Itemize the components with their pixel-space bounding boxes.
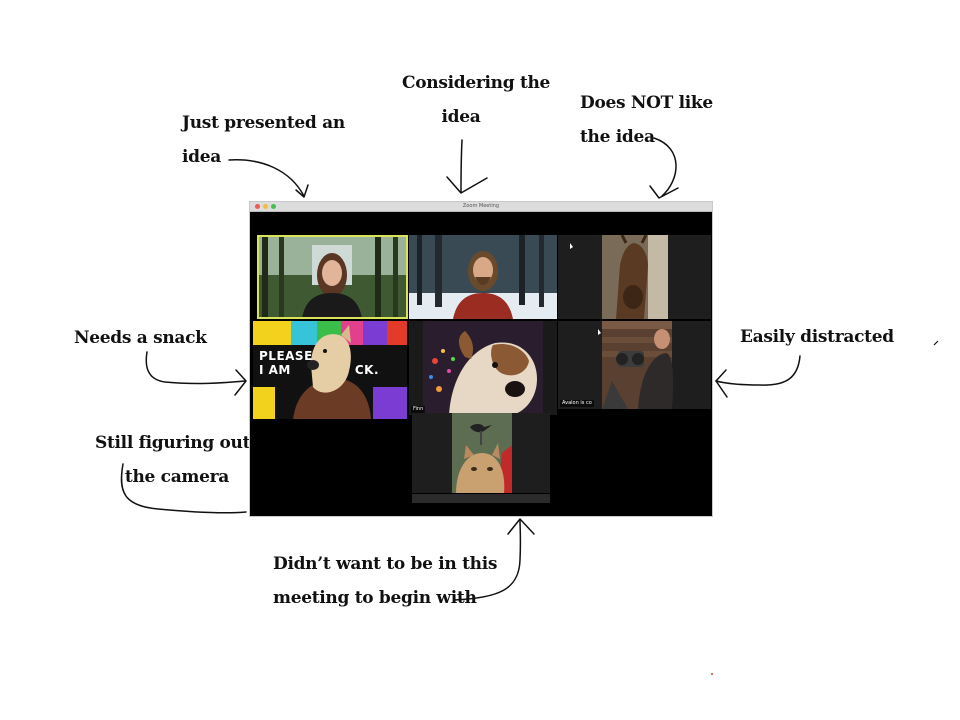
close-window-icon[interactable] [255, 204, 260, 209]
presenter-video [257, 235, 408, 319]
arrow-needs-snack [145, 351, 246, 385]
avalon-video [558, 321, 711, 409]
video-tile-cat[interactable] [412, 413, 550, 493]
annotation-does-not-like: Does NOT like the idea [580, 93, 713, 147]
snack-dog-video [253, 321, 407, 419]
minimize-window-icon[interactable] [263, 204, 268, 209]
annotation-just-presented: Just presented an idea [182, 113, 345, 167]
considering-video [409, 235, 557, 319]
annotation-easily-distracted: Easily distracted [740, 327, 894, 347]
maximize-window-icon[interactable] [271, 204, 276, 209]
arrow-considering [460, 139, 463, 193]
video-tile-presenter[interactable] [257, 235, 408, 319]
video-tile-horse[interactable] [558, 235, 711, 319]
window-title: Zoom Meeting [462, 203, 500, 209]
video-tile-finn[interactable]: Finn [409, 321, 557, 415]
annotation-needs-snack: Needs a snack [74, 328, 207, 348]
cat-video [412, 413, 550, 493]
annotation-considering: Considering the idea [402, 73, 551, 127]
arrow-easily-distracted [715, 355, 801, 386]
cat-tile-bottom-bar [412, 494, 550, 503]
finn-name-tag: Finn [411, 406, 426, 413]
video-tile-considering[interactable] [409, 235, 557, 319]
annotation-didnt-want: Didn’t want to be in this meeting to beg… [273, 554, 498, 608]
horse-video [558, 235, 711, 319]
video-tile-avalon[interactable]: Avalon is co [558, 321, 711, 409]
annotation-still-figuring: Still figuring out the camera [95, 433, 251, 487]
stray-red-dot [711, 673, 713, 675]
zoom-meeting-window: Zoom Meeting [249, 201, 713, 517]
avalon-name-tag: Avalon is co [560, 400, 594, 407]
finn-video [409, 321, 557, 415]
window-titlebar[interactable]: Zoom Meeting [250, 202, 712, 212]
